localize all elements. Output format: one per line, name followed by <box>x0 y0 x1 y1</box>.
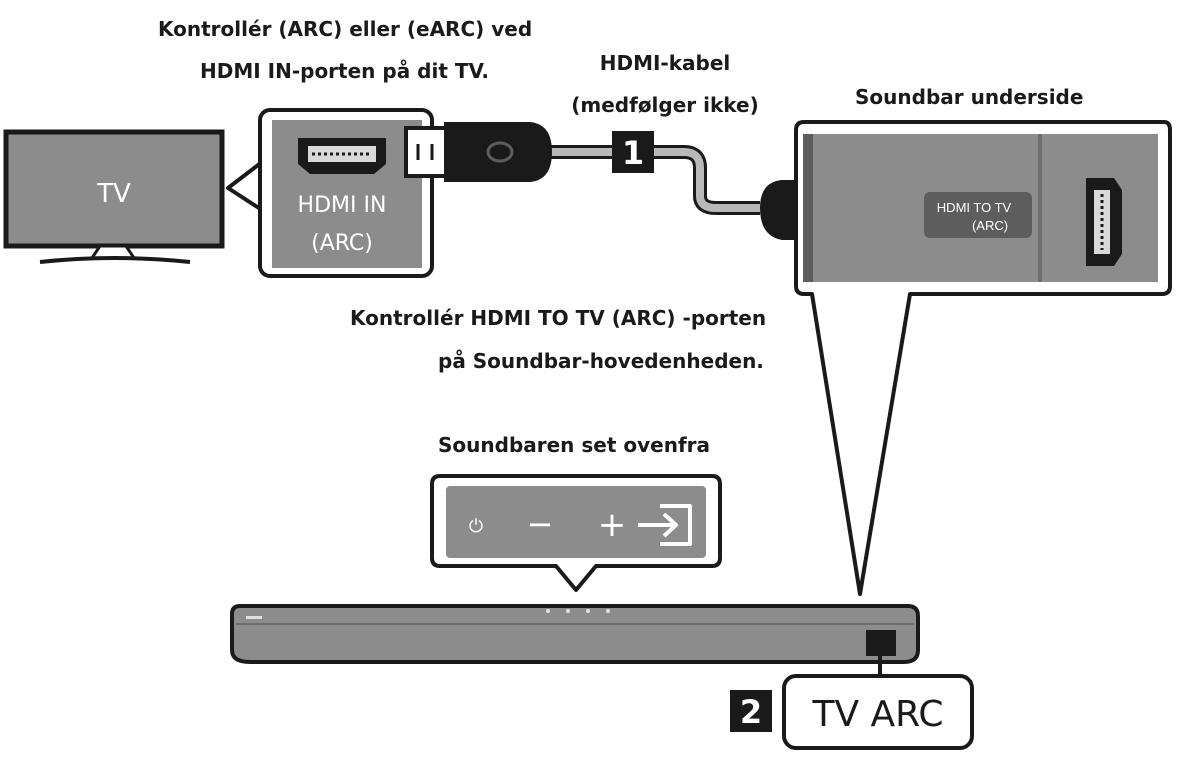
tv-port-name: HDMI IN <box>298 193 387 218</box>
soundbar-port-instruction-line1: Kontrollér HDMI TO TV (ARC) -porten <box>350 306 766 330</box>
tv-arc-indicator-window <box>866 630 896 656</box>
tv-port-instruction-line2: HDMI IN-porten på dit TV. <box>200 59 489 83</box>
hdmi-connector-tv-side <box>404 122 552 182</box>
tv-hdmi-in-port <box>298 138 386 174</box>
tv-screen-label: TV <box>96 179 131 209</box>
step-1-number: 1 <box>622 134 644 172</box>
input-source-icon <box>638 504 692 546</box>
plus-icon: + <box>598 505 627 545</box>
cable-label-line1: HDMI-kabel <box>600 51 731 75</box>
soundbar-underside-callout: HDMI TO TV (ARC) <box>794 120 1172 596</box>
minus-icon: − <box>527 505 554 543</box>
soundbar-top-panel-callout: ⏻ − + <box>430 474 722 592</box>
tv-illustration: TV <box>3 129 225 264</box>
cable-label-line2: (medfølger ikke) <box>571 93 759 117</box>
soundbar-port-name: HDMI TO TV <box>937 200 1012 215</box>
soundbar-bottom-label: Soundbar underside <box>855 85 1083 109</box>
tv-port-instruction-line1: Kontrollér (ARC) eller (eARC) ved <box>158 17 532 41</box>
soundbar-port-arc: (ARC) <box>972 218 1008 233</box>
tv-arc-indicator-text: TV ARC <box>811 694 943 735</box>
power-icon: ⏻ <box>469 516 483 537</box>
tv-arc-display-box <box>782 674 974 750</box>
step-2-badge <box>730 690 772 732</box>
tv-port-callout: HDMI IN (ARC) <box>226 108 434 278</box>
step-2-number: 2 <box>740 693 762 731</box>
step-1-badge: 1 <box>612 131 654 173</box>
soundbar-hdmi-to-tv-port <box>1086 178 1122 266</box>
soundbar-port-instruction-line2: på Soundbar-hovedenheden. <box>438 349 764 373</box>
hdmi-cable <box>548 145 760 215</box>
step-2-group: 2 TV ARC <box>730 656 974 750</box>
tv-port-arc: (ARC) <box>311 231 373 256</box>
soundbar-top-label: Soundbaren set ovenfra <box>438 433 710 457</box>
soundbar-body <box>230 604 920 664</box>
